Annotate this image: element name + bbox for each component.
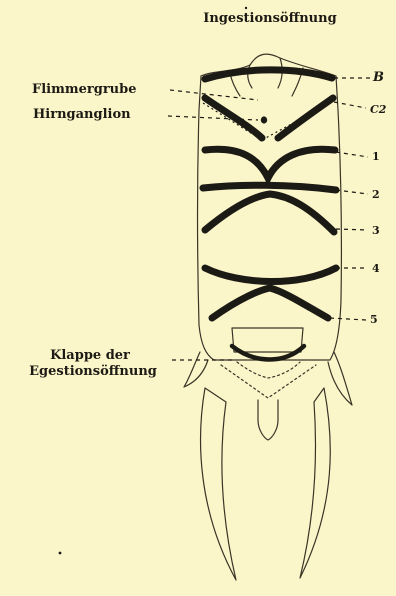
label-ingestion: Ingestionsöffnung	[185, 11, 355, 27]
tail-stem	[258, 400, 278, 440]
leader-hirnganglion	[168, 116, 258, 120]
label-band-1: 1	[372, 149, 380, 165]
band-2-upper	[203, 185, 336, 190]
label-band-4: 4	[372, 261, 380, 277]
label-hirnganglion: Hirnganglion	[33, 107, 131, 123]
band-c2-right	[278, 98, 333, 138]
speck-1	[59, 552, 62, 555]
label-klappe-line1: Klappe der	[30, 348, 150, 364]
egestion-valve	[232, 328, 303, 352]
band-5-stroke	[212, 288, 328, 318]
label-klappe-line2: Egestionsöffnung	[8, 364, 178, 380]
leader-flimmergrube	[170, 90, 258, 100]
band-c2-left	[205, 98, 262, 138]
label-band-5: 5	[370, 312, 378, 328]
label-band-b: B	[373, 70, 384, 86]
leader-c2	[334, 102, 366, 108]
label-band-2: 2	[372, 187, 380, 203]
label-band-c2: C2	[370, 102, 386, 118]
label-flimmergrube: Flimmergrube	[32, 82, 137, 98]
band-b-stroke	[205, 70, 332, 79]
ganglion-dot	[261, 116, 267, 123]
speck-2	[245, 7, 247, 9]
right-appendage	[300, 388, 330, 578]
left-spike	[184, 352, 208, 387]
egestion-band	[232, 346, 304, 360]
band-4-stroke	[205, 268, 336, 282]
valve-inner	[237, 362, 300, 378]
right-spike	[328, 352, 352, 405]
leader-5	[330, 318, 366, 320]
leader-1	[336, 152, 368, 157]
band-2-lower	[205, 194, 334, 232]
valve-triangle	[221, 365, 316, 398]
label-band-3: 3	[372, 223, 380, 239]
left-appendage	[201, 388, 236, 580]
band-1-stroke	[205, 149, 335, 178]
